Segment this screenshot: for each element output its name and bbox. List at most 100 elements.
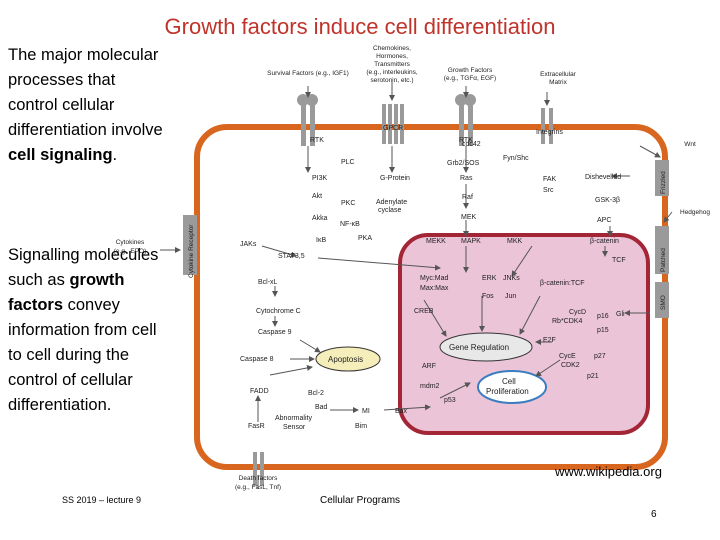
akt-label: Akt bbox=[312, 193, 322, 200]
cell-proliferation-node bbox=[477, 370, 547, 404]
page-number: 6 bbox=[651, 509, 657, 520]
gene-regulation-node bbox=[439, 332, 533, 362]
beta-catenin-tcf-label: β-catenin:TCF bbox=[540, 280, 584, 287]
pka-label: PKA bbox=[358, 235, 372, 242]
paragraph-cell-signaling: The major molecular processes that contr… bbox=[8, 43, 168, 168]
jun-label: Jun bbox=[505, 293, 516, 300]
para2-tail: convey information from cell to cell dur… bbox=[8, 296, 157, 414]
mkk-label: MKK bbox=[507, 238, 523, 245]
integrin-receptor bbox=[541, 108, 553, 144]
hedgehog-label: Hedgehog bbox=[680, 209, 710, 216]
myc-mad-label: Myc:Mad bbox=[420, 275, 449, 282]
rb-cdk4-label: Rb*CDK4 bbox=[552, 318, 582, 325]
adenylate-label: Adenylate bbox=[376, 199, 407, 206]
para1-bold: cell signaling bbox=[8, 146, 113, 164]
cytokines-label: Cytokines bbox=[116, 239, 145, 246]
proliferation-label: Proliferation bbox=[486, 387, 529, 396]
src-label: Src bbox=[543, 187, 554, 194]
apoptosis-label: Apoptosis bbox=[328, 355, 363, 364]
nucleus bbox=[398, 233, 650, 435]
caspase-9-label: Caspase 9 bbox=[258, 329, 292, 336]
rtk-label-2: RTK bbox=[459, 137, 473, 144]
bcl2-label: Bcl-2 bbox=[308, 390, 324, 397]
survival-factors-label: Survival Factors (e.g., IGF1) bbox=[267, 70, 349, 77]
pkc-label: PKC bbox=[341, 200, 355, 207]
cyclase-label: cyclase bbox=[378, 207, 401, 214]
mapk-label: MAPK bbox=[461, 238, 481, 245]
p53-label: p53 bbox=[444, 397, 456, 404]
gpcr-receptor bbox=[382, 104, 404, 144]
grb2-sos-label: Grb2/SOS bbox=[447, 160, 480, 167]
slide-title: Growth factors induce cell differentiati… bbox=[164, 14, 556, 39]
frizzled-receptor bbox=[655, 160, 669, 196]
death-factors-label: Death factors bbox=[239, 475, 278, 482]
mek-label: MEK bbox=[461, 214, 477, 221]
bim-label: Bim bbox=[355, 423, 367, 430]
para1-lead: The major molecular processes that contr… bbox=[8, 46, 163, 139]
fadd-label: FADD bbox=[250, 388, 269, 395]
fyn-shc-label: Fyn/Shc bbox=[503, 155, 529, 162]
cycd-label: CycD bbox=[569, 309, 586, 316]
para1-tail: . bbox=[112, 146, 118, 164]
footer-topic: Cellular Programs bbox=[320, 495, 401, 506]
source-credit: www.wikipedia.org bbox=[555, 464, 662, 479]
cytoplasm-labels: cdc42 Fyn/Shc PLC Grb2/SOS PI3K G-Protei… bbox=[240, 141, 626, 431]
smo-label: SMO bbox=[660, 295, 667, 310]
mi-label: MI bbox=[362, 408, 370, 415]
e2f-label: E2F bbox=[543, 337, 556, 344]
bax-label: Bax bbox=[395, 408, 408, 415]
beta-catenin-label: β-catenin bbox=[590, 238, 619, 245]
death-factors-example-label: (e.g., FasL, Tnf) bbox=[235, 484, 281, 491]
smo-receptor bbox=[655, 282, 669, 318]
bclxl-label: Bcl-xL bbox=[258, 279, 278, 286]
max-max-label: Max:Max bbox=[420, 285, 449, 292]
cdc42-label: cdc42 bbox=[462, 141, 481, 148]
fak-label: FAK bbox=[543, 176, 557, 183]
rtk-label-1: RTK bbox=[310, 137, 324, 144]
nfkb-label: NF-κB bbox=[340, 221, 360, 228]
p21-label: p21 bbox=[587, 373, 599, 380]
fas-receptor bbox=[253, 452, 264, 486]
fasr-label: FasR bbox=[248, 423, 265, 430]
mekk-label: MEKK bbox=[426, 238, 446, 245]
stat-label: STAT3,5 bbox=[278, 253, 305, 260]
patched-label: Patched bbox=[660, 248, 667, 272]
receptor-labels: RTK GPCR RTK Integrins Frizzled Patched … bbox=[188, 125, 667, 430]
para2-lead: Signalling molecules such as bbox=[8, 246, 159, 289]
gsk3b-label: GSK-3β bbox=[595, 197, 620, 204]
fos-label: Fos bbox=[482, 293, 494, 300]
creb-label: CREB bbox=[414, 308, 434, 315]
gene-regulation-label: Gene Regulation bbox=[449, 343, 509, 352]
caspase-8-label: Caspase 8 bbox=[240, 356, 274, 363]
wnt-label: Wnt bbox=[684, 141, 696, 148]
jaks-label: JAKs bbox=[240, 241, 257, 248]
ikb-label: IκB bbox=[316, 237, 326, 244]
pi3k-label: PI3K bbox=[312, 175, 328, 182]
cytochrome-c-label: Cytochrome C bbox=[256, 308, 301, 315]
apoptosis-node bbox=[315, 346, 381, 372]
tcf-label: TCF bbox=[612, 257, 626, 264]
ras-label: Ras bbox=[460, 175, 473, 182]
p15-label: p15 bbox=[597, 327, 609, 334]
cell-label: Cell bbox=[502, 377, 516, 386]
patched-receptor bbox=[655, 226, 669, 274]
plc-label: PLC bbox=[341, 159, 355, 166]
nucleus-labels: Myc:Mad Max:Max ERK JNKs Fos Jun β-caten… bbox=[414, 275, 625, 404]
cytokine-receptor bbox=[183, 215, 197, 275]
ligand-labels: Survival Factors (e.g., IGF1) Chemokines… bbox=[114, 45, 711, 491]
chemokines-label: Chemokines, bbox=[373, 45, 411, 52]
transmitters-label: Transmitters bbox=[374, 61, 411, 68]
p16-label: p16 bbox=[597, 313, 609, 320]
gpcr-label: GPCR bbox=[383, 125, 403, 132]
jnks-label: JNKs bbox=[503, 275, 520, 282]
footer-course: SS 2019 – lecture 9 bbox=[62, 495, 142, 505]
bad-label: Bad bbox=[315, 404, 328, 411]
gli-label: Gli bbox=[616, 311, 625, 318]
akka-label: Akka bbox=[312, 215, 328, 222]
g-protein-label: G-Protein bbox=[380, 175, 410, 182]
cytokine-receptor-label: Cytokine Receptor bbox=[188, 224, 195, 278]
abnormality-label: Abnormality bbox=[275, 415, 312, 422]
interleukins-label: (e.g., interleukins, bbox=[366, 69, 417, 76]
growth-factors-label: Growth Factors bbox=[448, 67, 493, 74]
